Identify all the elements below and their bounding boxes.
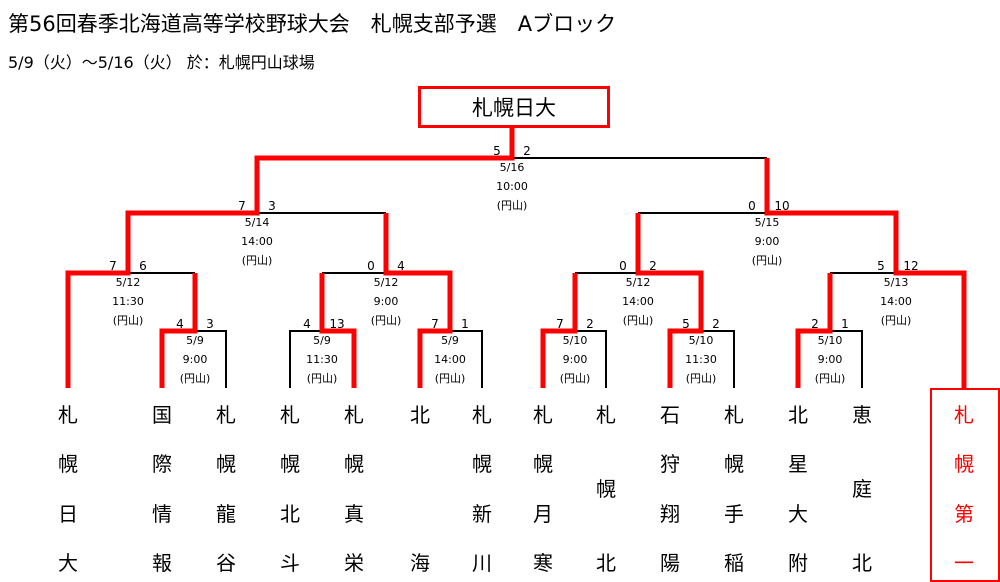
game-venue: (円山) (370, 314, 402, 327)
game-venue: (円山) (434, 372, 466, 385)
bracket-line (701, 330, 735, 388)
bracket-line (575, 330, 607, 388)
game-venue: (円山) (622, 314, 654, 327)
game-time: 9:00 (182, 353, 208, 366)
score-right: 4 (397, 259, 405, 273)
bracket-line (195, 330, 227, 388)
game-venue: (円山) (751, 254, 783, 267)
schedule-subtitle: 5/9（火）～5/16（火） 於：札幌円山球場 (8, 53, 315, 72)
game-date: 5/12 (373, 276, 399, 289)
winner-path (319, 273, 357, 388)
score-right: 13 (329, 317, 345, 331)
score-left: 5 (493, 144, 501, 158)
seed-team-box (930, 388, 1000, 582)
score-right: 3 (268, 199, 276, 213)
game-date: 5/10 (817, 334, 843, 347)
game-date: 5/12 (115, 276, 141, 289)
team-name: 石狩翔陽 (660, 403, 680, 575)
winner-path (159, 273, 198, 388)
score-left: 7 (431, 317, 439, 331)
winner-path (383, 213, 453, 388)
score-left: 5 (682, 317, 690, 331)
score-left: 5 (877, 259, 885, 273)
score-right: 2 (712, 317, 720, 331)
team-name: 国際情報 (152, 403, 172, 575)
score-right: 12 (903, 259, 919, 273)
game-venue: (円山) (814, 372, 846, 385)
score-left: 7 (109, 259, 117, 273)
winner-path (635, 213, 704, 388)
game-date: 5/10 (562, 334, 588, 347)
bracket-line (289, 330, 322, 388)
bracket-line (830, 330, 863, 388)
team-name: 恵庭北 (852, 403, 872, 575)
game-venue: (円山) (241, 254, 273, 267)
team-name: 札幌北斗 (280, 403, 300, 575)
game-time: 11:30 (685, 353, 717, 366)
game-time: 9:00 (817, 353, 843, 366)
champion-box: 札幌日大 (418, 86, 610, 128)
game-time: 9:00 (562, 353, 588, 366)
game-date: 5/9 (313, 334, 331, 347)
game-date: 5/10 (688, 334, 714, 347)
game-date: 5/9 (441, 334, 459, 347)
game-date: 5/15 (754, 216, 780, 229)
game-venue: (円山) (306, 372, 338, 385)
team-name: 北星大附 (788, 403, 808, 575)
game-venue: (円山) (880, 314, 912, 327)
game-venue: (円山) (559, 372, 591, 385)
game-time: 10:00 (496, 180, 528, 193)
winner-path (65, 125, 515, 388)
page-title: 第56回春季北海道高等学校野球大会 札幌支部予選 Aブロック (8, 12, 617, 36)
team-name: 札幌第一 (954, 403, 974, 575)
team-name: 札幌北 (596, 403, 616, 575)
team-name: 札幌手稲 (724, 403, 744, 575)
score-right: 6 (139, 259, 147, 273)
winner-path (795, 273, 833, 388)
game-time: 14:00 (241, 235, 273, 248)
game-date: 5/9 (186, 334, 204, 347)
game-venue: (円山) (685, 372, 717, 385)
score-right: 2 (586, 317, 594, 331)
score-right: 3 (206, 317, 214, 331)
game-time: 14:00 (434, 353, 466, 366)
game-time: 11:30 (306, 353, 338, 366)
score-right: 10 (774, 199, 790, 213)
game-date: 5/14 (244, 216, 270, 229)
game-date: 5/16 (499, 161, 525, 174)
game-venue: (円山) (179, 372, 211, 385)
score-right: 1 (841, 317, 849, 331)
game-time: 14:00 (622, 295, 654, 308)
team-name: 札幌龍谷 (216, 403, 236, 575)
score-left: 0 (748, 199, 756, 213)
score-left: 4 (176, 317, 184, 331)
team-name: 札幌日大 (58, 403, 78, 575)
winner-path (540, 273, 578, 388)
game-venue: (円山) (112, 314, 144, 327)
score-right: 1 (461, 317, 469, 331)
score-left: 0 (619, 259, 627, 273)
game-time: 14:00 (880, 295, 912, 308)
score-right: 2 (523, 144, 531, 158)
score-left: 7 (556, 317, 564, 331)
score-right: 2 (649, 259, 657, 273)
game-date: 5/13 (883, 276, 909, 289)
game-time: 11:30 (112, 295, 144, 308)
bracket-line (450, 330, 483, 388)
score-left: 0 (367, 259, 375, 273)
team-name: 札幌真栄 (344, 403, 364, 575)
team-name: 札幌月寒 (533, 403, 553, 575)
game-time: 9:00 (754, 235, 780, 248)
game-venue: (円山) (496, 199, 528, 212)
score-left: 7 (238, 199, 246, 213)
score-left: 4 (303, 317, 311, 331)
score-left: 2 (811, 317, 819, 331)
team-name: 札幌新川 (472, 403, 492, 575)
game-date: 5/12 (625, 276, 651, 289)
game-time: 9:00 (373, 295, 399, 308)
winner-path (764, 158, 967, 388)
team-name: 北海 (410, 403, 430, 575)
